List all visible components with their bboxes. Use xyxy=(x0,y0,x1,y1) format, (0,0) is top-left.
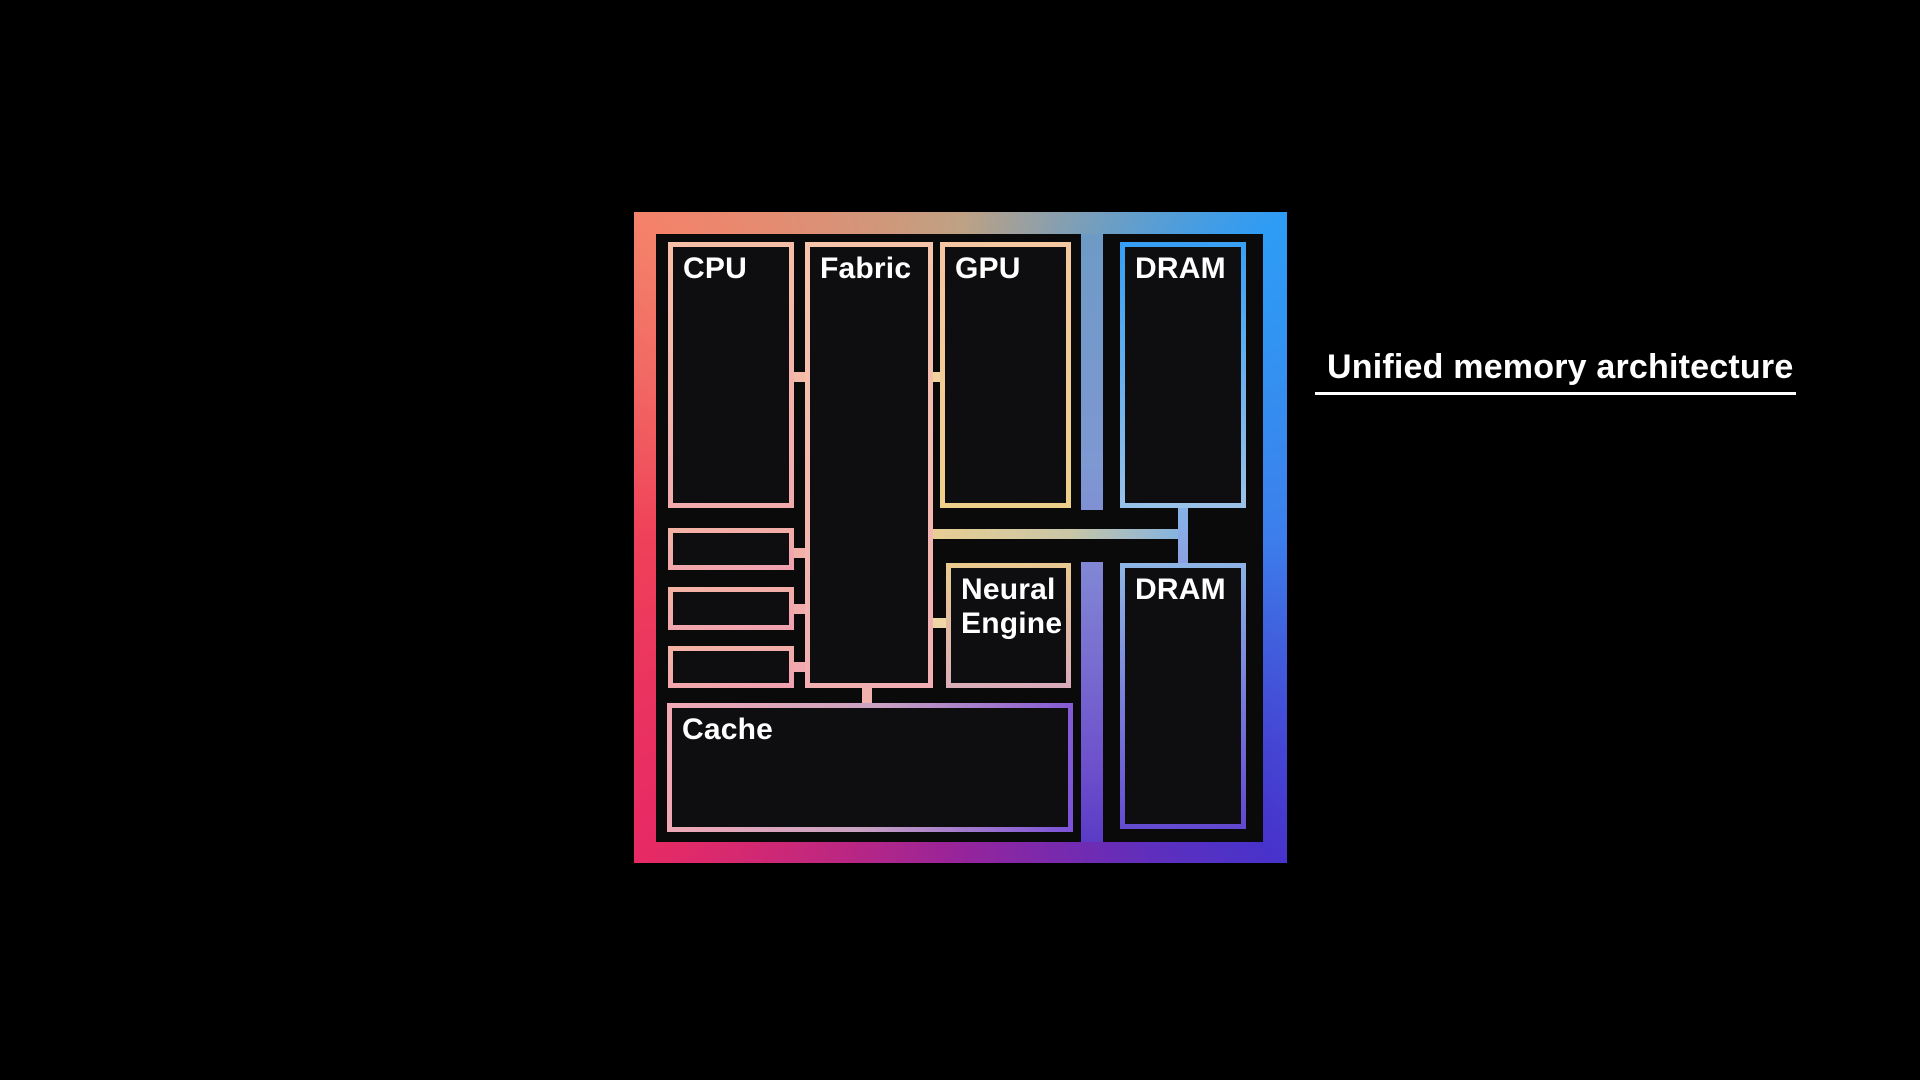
cache-label: Cache xyxy=(682,713,774,746)
dram-bottom-block-fill xyxy=(1125,568,1241,824)
dram-bottom-block: DRAM xyxy=(1120,563,1246,829)
neural-engine-block: Neural Engine xyxy=(946,563,1071,688)
cpu-block-fill xyxy=(673,247,789,503)
cache-block: Cache xyxy=(667,703,1073,832)
cpu-subblock-1 xyxy=(668,528,794,570)
gpu-block-fill xyxy=(945,247,1066,503)
chip-package: CPU Fabric GPU DRAM Neural Engine xyxy=(634,212,1287,863)
connector-fabric-gpu xyxy=(924,372,951,382)
cpu-subblock-3 xyxy=(668,646,794,688)
connector-subblock2-fabric xyxy=(784,604,814,614)
cpu-subblock-3-fill xyxy=(673,651,789,683)
slide-title: Unified memory architecture xyxy=(1315,347,1797,395)
dram-bottom-label: DRAM xyxy=(1135,573,1226,606)
dram-top-block: DRAM xyxy=(1120,242,1246,508)
gpu-block: GPU xyxy=(940,242,1071,508)
cache-block-fill xyxy=(672,708,1068,827)
fabric-block: Fabric xyxy=(805,242,933,688)
cpu-label: CPU xyxy=(683,252,747,285)
cpu-subblock-1-fill xyxy=(673,533,789,565)
connector-dram-top-bottom xyxy=(1178,502,1188,567)
connector-fabric-cache xyxy=(862,677,872,712)
fabric-block-fill xyxy=(810,247,928,683)
fabric-label: Fabric xyxy=(820,252,912,285)
neural-engine-block-fill xyxy=(951,568,1066,683)
dram-top-block-fill xyxy=(1125,247,1241,503)
cpu-block: CPU xyxy=(668,242,794,508)
connector-cpu-fabric xyxy=(784,372,814,382)
connector-subblock1-fabric xyxy=(784,548,814,558)
dram-top-label: DRAM xyxy=(1135,252,1226,285)
gpu-label: GPU xyxy=(955,252,1021,285)
neural-engine-label: Neural Engine xyxy=(961,573,1063,640)
cpu-subblock-2-fill xyxy=(673,592,789,625)
memory-bus-line xyxy=(924,529,1188,539)
cpu-subblock-2 xyxy=(668,587,794,630)
connector-subblock3-fabric xyxy=(784,662,814,672)
connector-fabric-neural-engine xyxy=(924,618,956,628)
